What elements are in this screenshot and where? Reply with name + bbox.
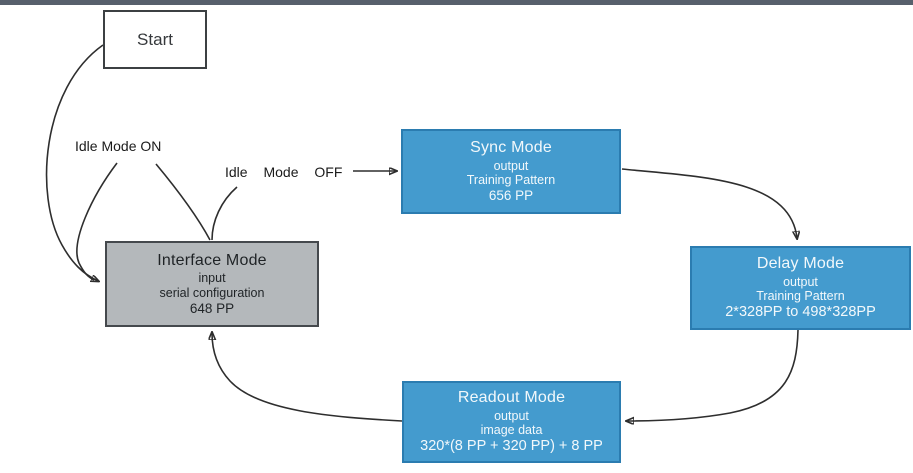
arrow-delay-to-readout — [627, 329, 799, 421]
node-interface-line-2: serial configuration — [159, 285, 265, 300]
node-sync-line-3: 656 PP — [488, 188, 534, 204]
arrow-start-to-interface — [45, 44, 104, 281]
node-delay-mode: Delay Mode output Training Pattern 2*328… — [690, 246, 911, 330]
arrow-interface-to-idle-on-label — [155, 163, 211, 241]
node-sync-line-2: Training Pattern — [466, 173, 556, 188]
node-delay-line-2: Training Pattern — [756, 289, 845, 304]
node-interface-line-1: input — [198, 271, 226, 286]
node-sync-mode: Sync Mode output Training Pattern 656 PP — [401, 129, 621, 214]
node-delay-title: Delay Mode — [756, 255, 845, 273]
node-start: Start — [103, 10, 207, 69]
node-readout-line-2: image data — [480, 423, 543, 438]
edge-label-idle-mode-off: Idle Mode OFF — [225, 164, 343, 180]
node-readout-line-1: output — [494, 408, 529, 423]
arrow-idle-on-return-to-interface — [76, 162, 118, 281]
arrow-interface-to-idle-off-label — [211, 186, 238, 241]
node-interface-title: Interface Mode — [157, 251, 267, 269]
node-readout-title: Readout Mode — [457, 389, 566, 407]
node-interface-mode: Interface Mode input serial configuratio… — [105, 241, 319, 327]
node-readout-line-3: 320*(8 PP + 320 PP) + 8 PP — [420, 438, 603, 455]
arrow-sync-to-delay — [621, 168, 797, 238]
node-delay-line-1: output — [783, 274, 818, 289]
node-start-label: Start — [137, 29, 173, 49]
node-delay-line-3: 2*328PP to 498*328PP — [725, 304, 876, 321]
top-border-bar — [0, 0, 913, 5]
edge-label-idle-mode-on: Idle Mode ON — [75, 138, 162, 154]
node-sync-line-1: output — [493, 158, 529, 173]
node-readout-mode: Readout Mode output image data 320*(8 PP… — [402, 381, 621, 463]
node-sync-title: Sync Mode — [470, 139, 552, 157]
arrow-readout-to-interface — [212, 333, 403, 422]
node-interface-line-3: 648 PP — [189, 300, 235, 316]
